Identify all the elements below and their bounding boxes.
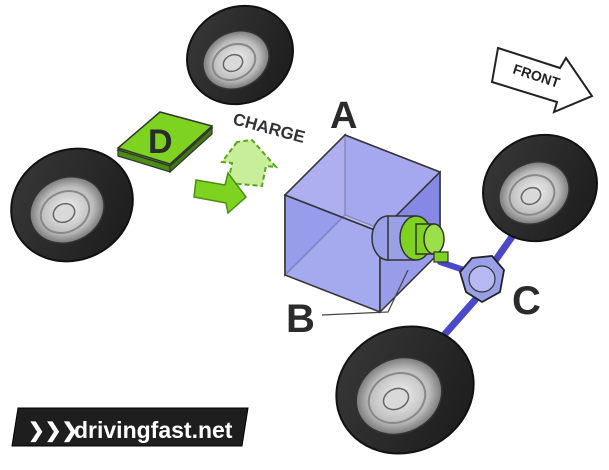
differential-c — [458, 255, 505, 304]
motor-b — [371, 215, 449, 263]
brand-chevrons: ❯❯❯ — [28, 420, 78, 443]
charge-arrow-dashed — [220, 138, 279, 188]
label-b: B — [286, 297, 315, 341]
front-arrow — [490, 46, 594, 114]
wheel-front-left — [335, 325, 475, 455]
charge-arrow-solid — [193, 171, 248, 215]
brand-text: drivingfast.net — [74, 417, 233, 443]
brand-badge: ❯❯❯ drivingfast.net — [11, 407, 249, 447]
wheel-rear-right — [186, 4, 294, 106]
label-c: C — [512, 279, 541, 323]
leader-line-b — [321, 269, 409, 316]
battery-d — [116, 111, 214, 174]
label-d: D — [148, 123, 173, 161]
wheel-front-right — [482, 133, 598, 243]
label-a: A — [330, 95, 357, 137]
wheel-rear-left — [10, 147, 134, 263]
